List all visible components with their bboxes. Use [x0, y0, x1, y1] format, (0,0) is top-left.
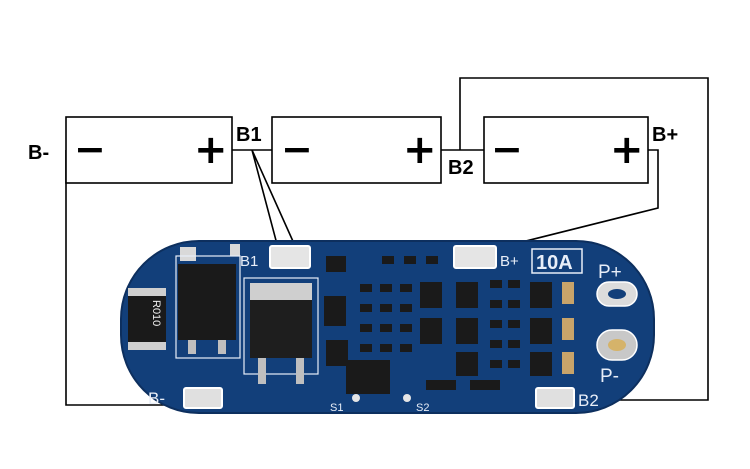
pad-b-minus [183, 387, 223, 409]
capacitor [562, 318, 574, 340]
pad-top-left-square [180, 247, 196, 261]
ic-chip [456, 318, 478, 344]
wire-b1-to-pad [251, 149, 297, 249]
wire-b2-to-pad [459, 77, 709, 401]
smd-part [380, 304, 392, 312]
s2-label: S2 [416, 402, 429, 414]
ic-chip [326, 256, 346, 272]
smd-part [470, 380, 500, 390]
smd-part [508, 360, 520, 368]
smd-part [508, 320, 520, 328]
battery-cell-3: − + [483, 116, 649, 184]
pad-b1 [269, 245, 311, 269]
ic-chip [324, 296, 346, 326]
capacitor [562, 282, 574, 304]
current-rating-box [531, 248, 583, 274]
smd-part [382, 256, 394, 264]
mosfet-1-pin-2 [218, 340, 226, 354]
shunt-resistor [128, 288, 166, 350]
smd-part [360, 284, 372, 292]
smd-part [360, 344, 372, 352]
pad-b2 [535, 387, 575, 409]
pad-b1-label: B1 [240, 253, 258, 270]
bms-pcb-board: B1 B+ 10A P+ P- B- B2 S1 S2 R010 [120, 240, 655, 414]
cell-1-minus: − [74, 127, 106, 171]
ic-chip [420, 282, 442, 308]
smd-part [380, 284, 392, 292]
p-minus-label: P- [600, 366, 619, 387]
pad-p-minus-hole [608, 339, 626, 351]
mosfet-1-outline [175, 255, 241, 359]
capacitors [562, 282, 574, 374]
battery-cell-1: − + [65, 116, 233, 184]
pad-p-plus-hole [608, 289, 626, 299]
s2-via [403, 394, 411, 402]
smd-part [490, 340, 502, 348]
smd-part [380, 344, 392, 352]
mosfet-2-body [250, 300, 312, 358]
pad-b-minus-label: B- [148, 389, 165, 408]
ic-chip [420, 318, 442, 344]
ic-chip [456, 352, 478, 376]
current-rating: 10A [536, 252, 573, 274]
pad-top-small [230, 244, 240, 256]
ic-chip [530, 318, 552, 344]
smd-part [400, 344, 412, 352]
smd-part [400, 324, 412, 332]
smd-components [324, 256, 552, 394]
s1-via [352, 394, 360, 402]
smd-part [426, 256, 438, 264]
ic-chip [530, 352, 552, 376]
ic-chip [530, 282, 552, 308]
cell-3-minus: − [491, 127, 523, 171]
s1-label: S1 [330, 402, 343, 414]
smd-part [360, 324, 372, 332]
mosfet-2-outline [243, 277, 319, 375]
mosfet-2-pin-2 [296, 358, 304, 384]
ic-chip [326, 340, 348, 366]
pad-b-plus-label: B+ [500, 253, 519, 270]
label-b-plus: B+ [652, 124, 678, 146]
wires [65, 77, 709, 406]
mosfet-1-pin-1 [188, 340, 196, 354]
p-plus-label: P+ [598, 262, 622, 283]
ic-chip [456, 282, 478, 308]
smd-part [490, 280, 502, 288]
pad-b2-label: B2 [578, 391, 599, 410]
capacitor [562, 352, 574, 374]
mosfet-1-body [178, 264, 236, 340]
wire-b-plus-to-pad [497, 149, 659, 249]
smd-part [490, 320, 502, 328]
smd-part [380, 324, 392, 332]
smd-part [400, 284, 412, 292]
cell-1-body [65, 116, 233, 184]
battery-cell-2: − + [271, 116, 442, 184]
cell-2-body [271, 116, 442, 184]
smd-part [490, 360, 502, 368]
shunt-resistor-label: R010 [150, 300, 162, 326]
smd-part [360, 304, 372, 312]
mosfet-2-pin-1 [258, 358, 266, 384]
cell-1-plus: + [194, 127, 228, 173]
shunt-resistor-cap-bottom [128, 342, 166, 350]
ic-chip-large [346, 360, 390, 394]
wire-b-minus [65, 150, 200, 406]
shunt-resistor-cap-top [128, 288, 166, 296]
label-b-minus: B- [28, 142, 49, 164]
smd-part [508, 300, 520, 308]
cell-3-plus: + [610, 127, 644, 173]
label-b2: B2 [448, 157, 474, 179]
smd-part [508, 340, 520, 348]
cell-2-plus: + [403, 127, 437, 173]
pad-b-plus [453, 245, 497, 269]
smd-part [490, 300, 502, 308]
cell-3-body [483, 116, 649, 184]
smd-part [426, 380, 456, 390]
smd-part [400, 304, 412, 312]
smd-part [404, 256, 416, 264]
cell-2-minus: − [281, 127, 313, 171]
label-b1: B1 [236, 124, 262, 146]
smd-part [508, 280, 520, 288]
